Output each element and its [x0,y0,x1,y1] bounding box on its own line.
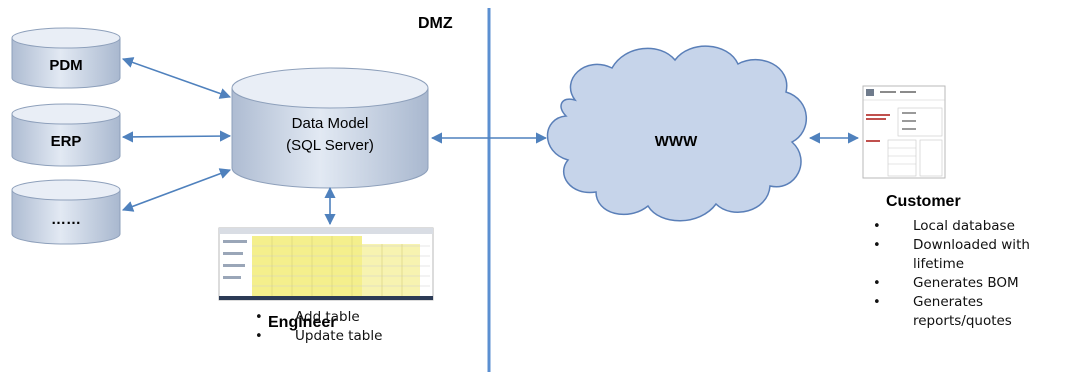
arrow-pdm-datamodel [123,59,230,97]
data-model-line2: (SQL Server) [286,137,374,154]
customer-title: Customer [886,193,961,210]
customer-feature-item: Downloaded with lifetime [873,236,1043,274]
pdm-label: PDM [49,57,82,74]
engineer-screenshot [219,228,433,300]
www-cloud: WWW [548,46,807,221]
customer-feature-item: Generates reports/quotes [873,293,1043,331]
customer-feature-item: Local database [873,217,1073,236]
www-label: WWW [655,133,698,150]
other-label: …… [51,211,81,228]
data-model-line1: Data Model [292,115,369,132]
erp-label: ERP [51,133,82,150]
other-database: …… [12,180,120,244]
dmz-label: DMZ [418,15,453,32]
engineer-task-list: Add table Update table [255,308,382,346]
customer-feature-list: Local database Downloaded with lifetime … [873,217,1073,331]
data-model-database: Data Model (SQL Server) [232,68,428,188]
customer-screenshot [863,86,945,178]
arrow-other-datamodel [123,170,230,210]
erp-database: ERP [12,104,120,166]
customer-feature-item: Generates BOM [873,274,1073,293]
engineer-task-item: Update table [255,327,382,346]
engineer-task-item: Add table [255,308,382,327]
pdm-database: PDM [12,28,120,88]
arrow-erp-datamodel [123,136,230,137]
